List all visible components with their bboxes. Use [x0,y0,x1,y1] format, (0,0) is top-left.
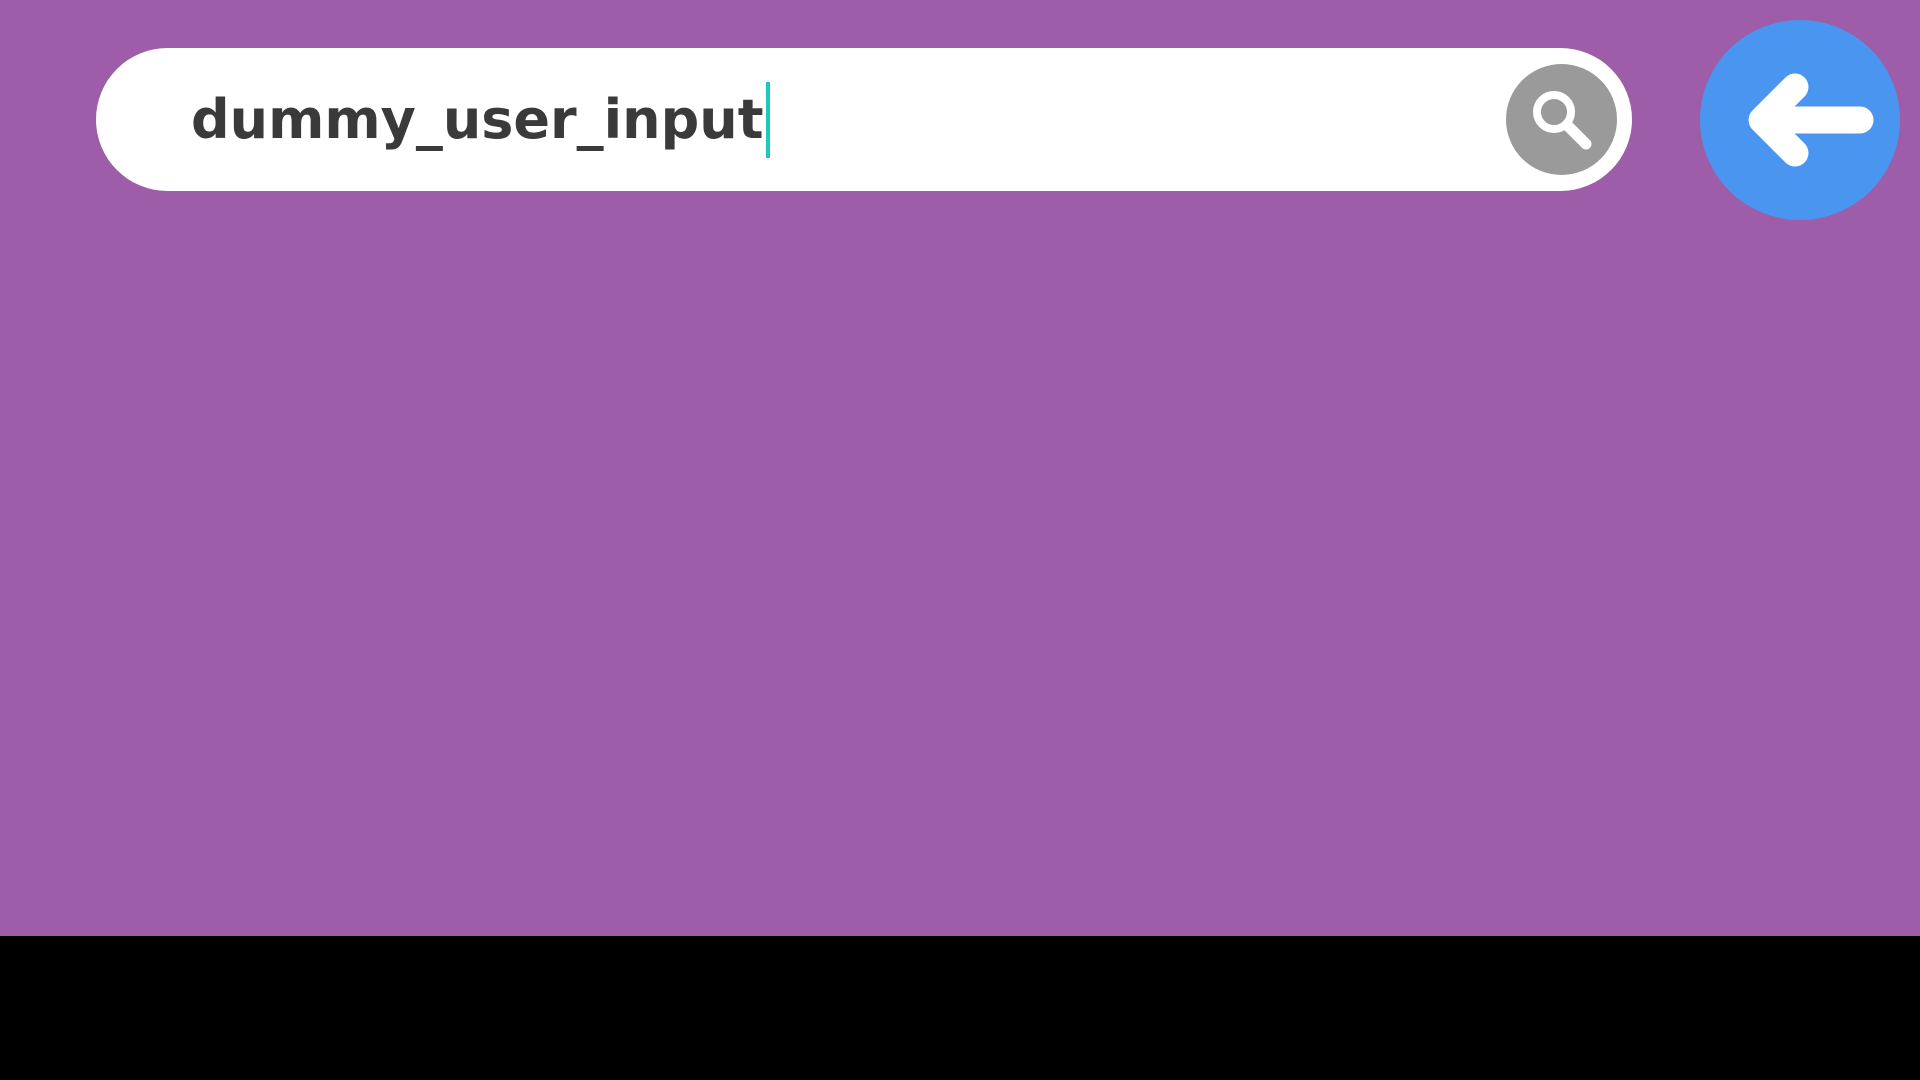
search-button[interactable] [1506,64,1617,175]
search-input[interactable]: dummy_user_input [191,82,770,158]
search-input-value: dummy_user_input [191,88,764,151]
search-icon [1532,90,1591,149]
text-caret [765,82,770,158]
search-bar[interactable]: dummy_user_input [96,48,1632,191]
bottom-bar [0,936,1920,1080]
app-screen: dummy_user_input [0,0,1920,936]
back-button[interactable] [1700,20,1900,220]
arrow-left-icon [1748,73,1874,167]
